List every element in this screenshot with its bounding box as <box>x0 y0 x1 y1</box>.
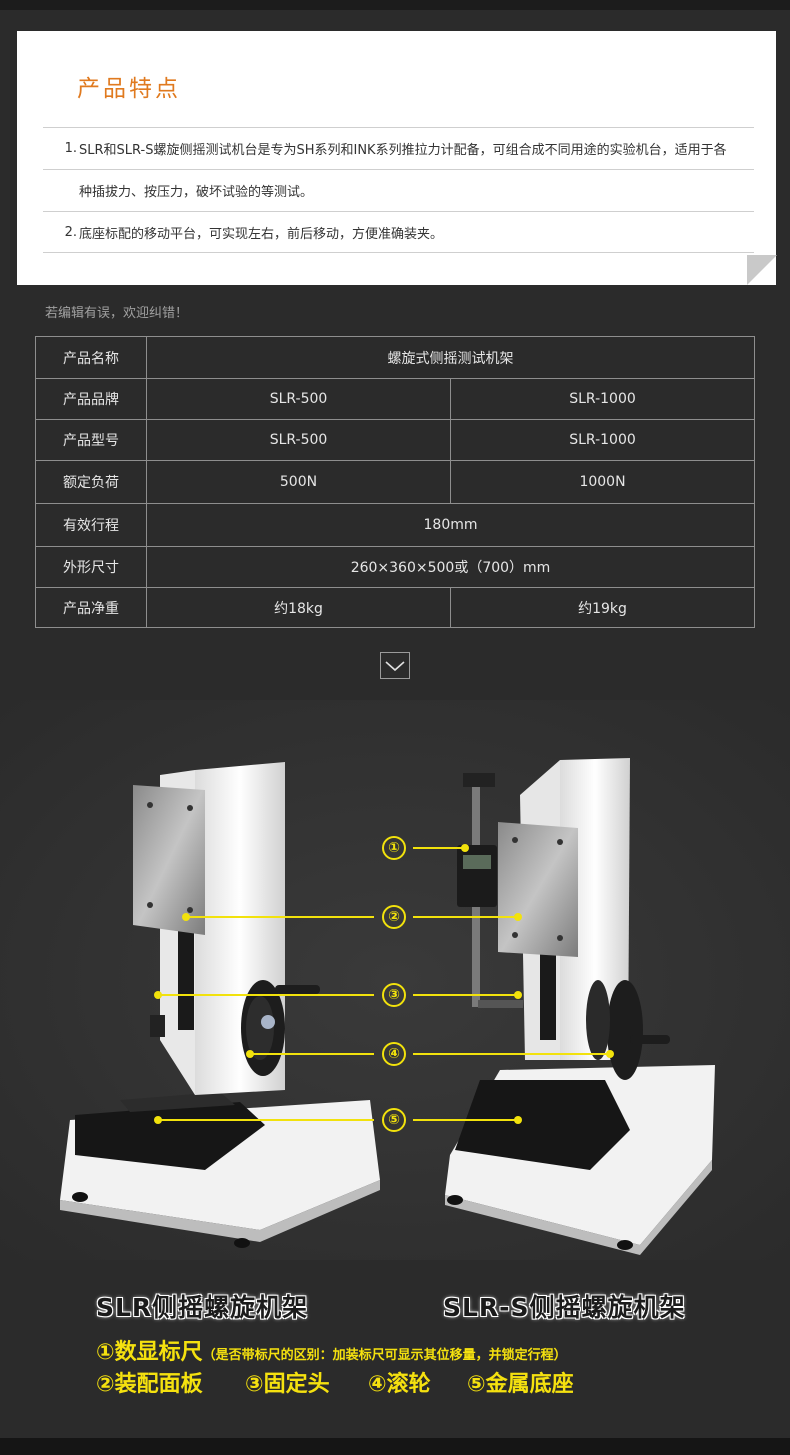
marker-2: ② <box>382 905 406 929</box>
row-label: 有效行程 <box>35 503 147 547</box>
legend-line-1: ①数显标尺（是否带标尺的区别：加装标尺可显示其位移量，并锁定行程） <box>96 1334 567 1366</box>
table-row: 外形尺寸 260×360×500或（700）mm <box>35 546 755 588</box>
row-value: 螺旋式侧摇测试机架 <box>146 336 755 379</box>
legend-line-2: ④滚轮 <box>368 1366 431 1398</box>
table-row: 产品名称 螺旋式侧摇测试机架 <box>35 336 755 379</box>
bottom-bar <box>0 1438 790 1455</box>
marker-5: ⑤ <box>382 1108 406 1132</box>
legend-fixed-head: ③固定头 <box>245 1372 330 1397</box>
row-value: 180mm <box>146 503 755 547</box>
feature-text: 底座标配的移动平台，可实现左右，前后移动，方便准确装夹。 <box>79 226 444 242</box>
legend-line-2: ②装配面板 <box>96 1366 203 1398</box>
table-row: 产品型号 SLR-500 SLR-1000 <box>35 419 755 461</box>
row-value: 约18kg <box>146 587 451 628</box>
row-value: SLR-1000 <box>450 378 755 420</box>
spec-table: 产品名称 螺旋式侧摇测试机架 产品品牌 SLR-500 SLR-1000 产品型… <box>35 336 755 628</box>
row-value: SLR-500 <box>146 419 451 461</box>
feature-line: 种插拔力、按压力，破坏试验的等测试。 <box>43 169 754 211</box>
row-value: 1000N <box>450 460 755 504</box>
leader-lines <box>158 847 610 1121</box>
feature-list: 1. SLR和SLR-S螺旋侧摇测试机台是专为SH系列和INK系列推拉力计配备，… <box>43 127 754 253</box>
table-row: 有效行程 180mm <box>35 503 755 547</box>
expand-chevron-button[interactable] <box>380 652 410 679</box>
row-value: 约19kg <box>450 587 755 628</box>
row-value: SLR-1000 <box>450 419 755 461</box>
row-label: 产品净重 <box>35 587 147 628</box>
product-illustration: ① ② ③ ④ ⑤ <box>0 700 790 1260</box>
errata-note: 若编辑有误，欢迎纠错！ <box>45 306 189 321</box>
marker-4: ④ <box>382 1042 406 1066</box>
feature-line: 2. 底座标配的移动平台，可实现左右，前后移动，方便准确装夹。 <box>43 211 754 253</box>
table-row: 额定负荷 500N 1000N <box>35 460 755 504</box>
feature-title: 产品特点 <box>77 76 181 102</box>
table-row: 产品品牌 SLR-500 SLR-1000 <box>35 378 755 420</box>
row-label: 产品型号 <box>35 419 147 461</box>
card-fold-corner <box>747 255 777 285</box>
legend-metal-base: ⑤金属底座 <box>467 1372 574 1397</box>
row-value: SLR-500 <box>146 378 451 420</box>
row-value: 500N <box>146 460 451 504</box>
legend-digital-ruler: ①数显标尺 <box>96 1340 203 1365</box>
legend-panel: ②装配面板 <box>96 1372 203 1397</box>
row-label: 额定负荷 <box>35 460 147 504</box>
leader-dots <box>154 844 614 1124</box>
legend-note: （是否带标尺的区别：加装标尺可显示其位移量，并锁定行程） <box>202 1348 567 1363</box>
test-stand-drawing <box>0 700 790 1260</box>
legend-wheel: ④滚轮 <box>368 1372 431 1397</box>
marker-3: ③ <box>382 983 406 1007</box>
row-label: 产品名称 <box>35 336 147 379</box>
legend-line-2: ③固定头 <box>245 1366 330 1398</box>
right-stand <box>445 758 715 1255</box>
feature-line: 1. SLR和SLR-S螺旋侧摇测试机台是专为SH系列和INK系列推拉力计配备，… <box>43 127 754 169</box>
feature-card: 产品特点 1. SLR和SLR-S螺旋侧摇测试机台是专为SH系列和INK系列推拉… <box>17 31 776 285</box>
chevron-down-icon <box>385 660 405 671</box>
feature-text: 种插拔力、按压力，破坏试验的等测试。 <box>79 185 314 200</box>
top-bar <box>0 0 790 10</box>
feature-text: SLR和SLR-S螺旋侧摇测试机台是专为SH系列和INK系列推拉力计配备，可组合… <box>79 143 727 158</box>
feature-number: 1. <box>64 141 77 156</box>
marker-1: ① <box>382 836 406 860</box>
row-label: 产品品牌 <box>35 378 147 420</box>
caption-left: SLR侧摇螺旋机架 <box>96 1293 309 1322</box>
row-label: 外形尺寸 <box>35 546 147 588</box>
table-row: 产品净重 约18kg 约19kg <box>35 587 755 628</box>
caption-right: SLR-S侧摇螺旋机架 <box>443 1293 686 1322</box>
feature-number: 2. <box>64 224 77 240</box>
row-value: 260×360×500或（700）mm <box>146 546 755 588</box>
legend-line-2: ⑤金属底座 <box>467 1366 574 1398</box>
